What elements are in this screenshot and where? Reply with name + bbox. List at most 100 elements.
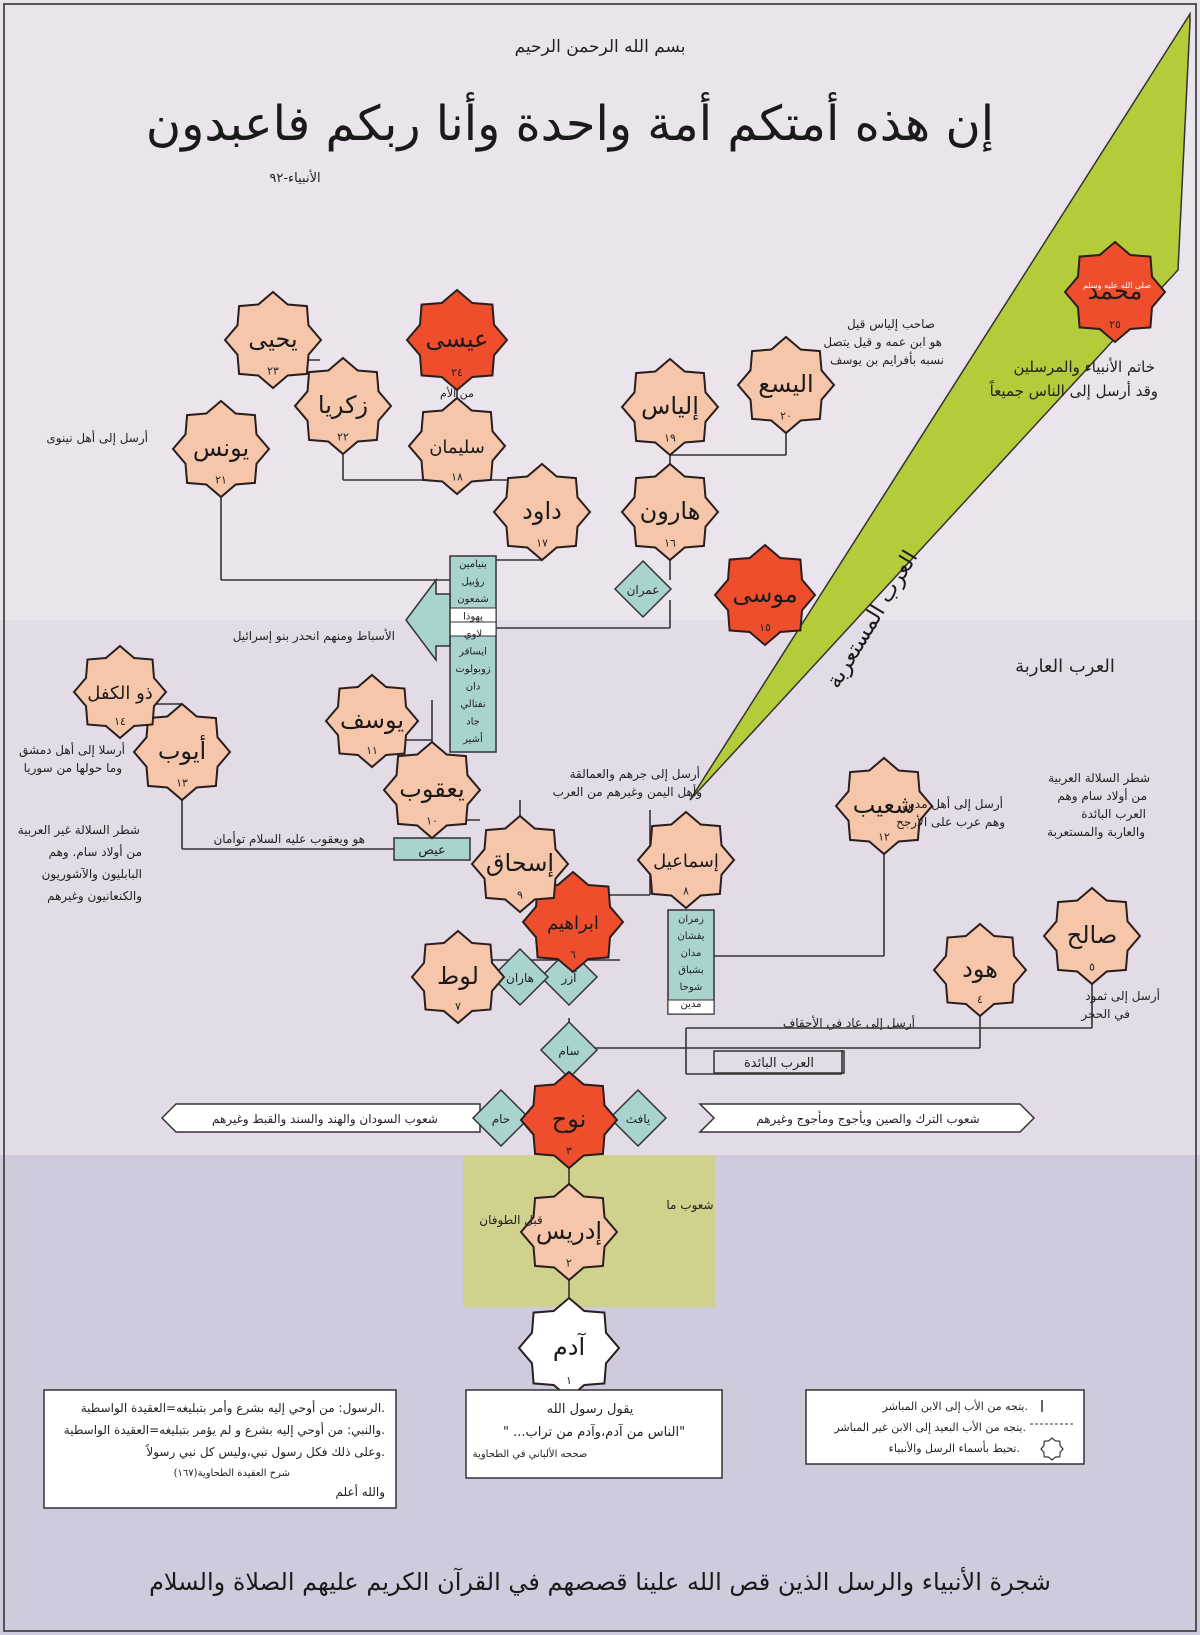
prophet-name: داود bbox=[522, 497, 562, 525]
star-icon bbox=[171, 399, 271, 499]
tribe-name: نفتالي bbox=[460, 699, 485, 710]
legend-line-1: يتجه من الأب إلى الابن المباشر. bbox=[882, 1399, 1028, 1413]
prophet-number: ١٢ bbox=[878, 831, 890, 844]
asbat-label: الأسباط ومنهم انحدر بنو إسرائيل bbox=[233, 628, 395, 644]
prophet-name: لوط bbox=[437, 962, 479, 990]
note-ishaq-yaqub: هو ويعقوب عليه السلام توأمان bbox=[213, 831, 365, 847]
legend-line-2: يتجه من الأب البعيد إلى الابن غير المباش… bbox=[833, 1420, 1026, 1434]
isu-label: عيص bbox=[418, 843, 446, 858]
prophet-name: هارون bbox=[640, 497, 701, 525]
mustariba-wedge bbox=[689, 11, 1191, 801]
prophet-lut: لوط ٧ bbox=[410, 929, 506, 1025]
note-shuayb-2: وهم عرب على الأرجح bbox=[896, 814, 1005, 830]
note-ismail-2: وأهل اليمن وغيرهم من العرب bbox=[553, 784, 702, 800]
note-arab-1: شطر السلالة العربية bbox=[1048, 771, 1150, 786]
tribes-column: بنيامينرؤبيلشمعونيهوذالاويايسافرزوبولوتد… bbox=[449, 555, 497, 753]
star-icon bbox=[293, 356, 393, 456]
tribe-name: أشير bbox=[462, 732, 483, 745]
prophet-name: يحيى bbox=[248, 325, 297, 353]
prophet-name: يعقوب bbox=[399, 775, 464, 803]
notes: أرسل إلى أهل نينوى صاحب إلياس قيل هو ابن… bbox=[18, 317, 1160, 1031]
star-icon bbox=[410, 929, 506, 1025]
tribe-name: ايسافر bbox=[458, 647, 487, 658]
prophet-shuayb: شعيب ١٢ bbox=[834, 756, 934, 856]
prophet-name: إلياس bbox=[641, 392, 699, 421]
prophet-musa: موسى ١٥ bbox=[713, 543, 817, 647]
star-icon bbox=[932, 922, 1028, 1018]
def-end: والله أعلم bbox=[336, 1484, 385, 1500]
note-arab-2: من أولاد سام وهم bbox=[1057, 788, 1147, 804]
star-icon bbox=[519, 1182, 619, 1282]
prophet-number: ٢٢ bbox=[337, 431, 349, 444]
prophet-name: موسى bbox=[732, 580, 797, 608]
hadith-line-3: صححه الألباني في الطحاوية bbox=[473, 1447, 588, 1460]
ancestor-name: حام bbox=[492, 1112, 511, 1126]
al-ariba-label: العرب العاربة bbox=[1015, 656, 1115, 677]
prophet-number: ١٤ bbox=[114, 715, 126, 728]
ibrahim-son-name: مدان bbox=[681, 948, 702, 959]
ibrahim-son-name: مدين bbox=[680, 999, 701, 1010]
prophet-number: ٢٥ bbox=[1109, 318, 1121, 331]
note-nonarab-4: والكنعانيون وغيرهم bbox=[47, 889, 142, 904]
prophet-name: أيوب bbox=[158, 735, 206, 765]
ibrahim-son-name: زمران bbox=[678, 914, 704, 925]
prophet-number: ٢ bbox=[566, 1257, 572, 1270]
bg-top bbox=[0, 0, 1200, 620]
quran-verse: إن هذه أمتكم أمة واحدة وأنا ربكم فاعبدون bbox=[146, 92, 994, 152]
ancestor-name: عمران bbox=[627, 583, 660, 598]
def-line-1: الرسول: من أوحي إليه بشرع وأمر بتبليغه=ا… bbox=[81, 1400, 385, 1416]
verse-reference: الأنبياء-٩٢ bbox=[269, 169, 320, 186]
def-source: شرح العقيدة الطحاوية(١٦٧) bbox=[174, 1468, 290, 1479]
legend-line-3: تحيط بأسماء الرسل والأنبياء. bbox=[889, 1440, 1020, 1455]
footer-title: شجرة الأنبياء والرسل الذين قص الله علينا… bbox=[149, 1567, 1051, 1596]
ibrahim-son-name: يقشان bbox=[677, 931, 704, 942]
prophet-name: شعيب bbox=[853, 791, 916, 819]
muhammad-honorific: صلى الله عليه وسلم bbox=[1083, 281, 1151, 290]
prophet-number: ١٥ bbox=[759, 621, 771, 634]
prophet-number: ٥ bbox=[1089, 961, 1095, 974]
hadith-box: يقول رسول الله " ...الناس من آدم،وآدم من… bbox=[465, 1389, 723, 1479]
star-icon bbox=[223, 290, 323, 390]
legend-box: يتجه من الأب إلى الابن المباشر. يتجه من … bbox=[805, 1389, 1085, 1465]
star-icon bbox=[713, 543, 817, 647]
ibrahim-son-name: شوحا bbox=[680, 982, 703, 993]
basmala: بسم الله الرحمن الرحيم bbox=[515, 37, 686, 57]
star-icon bbox=[1042, 886, 1142, 986]
star-icon bbox=[324, 673, 420, 769]
note-ayyub-2: وما حولها من سوريا bbox=[24, 761, 122, 776]
ancestor-name: هاران bbox=[506, 971, 534, 986]
prophet-name: صالح bbox=[1067, 921, 1118, 949]
star-icon bbox=[132, 702, 232, 802]
star-icon bbox=[636, 810, 736, 910]
note-alyasa-1: صاحب إلياس قيل bbox=[847, 317, 935, 332]
prophet-number: ٨ bbox=[683, 885, 689, 898]
prophet-name: إسماعيل bbox=[653, 851, 719, 872]
note-yunus: أرسل إلى أهل نينوى bbox=[46, 430, 148, 446]
asbat-arrow bbox=[405, 577, 451, 663]
tribe-name: لاوي bbox=[464, 629, 482, 640]
definitions-box: الرسول: من أوحي إليه بشرع وأمر بتبليغه=ا… bbox=[43, 1389, 397, 1509]
star-icon bbox=[519, 1070, 619, 1170]
ham-peoples-label: شعوب السودان والهند والسند والقبط وغيرهم bbox=[212, 1112, 438, 1127]
prophet-name: يونس bbox=[193, 434, 249, 462]
prophet-number: ٧ bbox=[455, 1000, 461, 1013]
prophet-name: عيسى bbox=[426, 325, 489, 353]
prophet-name: زكريا bbox=[318, 391, 368, 419]
baida-box bbox=[713, 1050, 845, 1074]
hadith-line-2: " ...الناس من آدم،وآدم من تراب" bbox=[503, 1423, 685, 1440]
star-icon bbox=[834, 756, 934, 856]
note-hud: أرسل إلى عاد في الأحقاف bbox=[783, 1015, 915, 1031]
prophet-name: آدم bbox=[553, 1332, 587, 1361]
